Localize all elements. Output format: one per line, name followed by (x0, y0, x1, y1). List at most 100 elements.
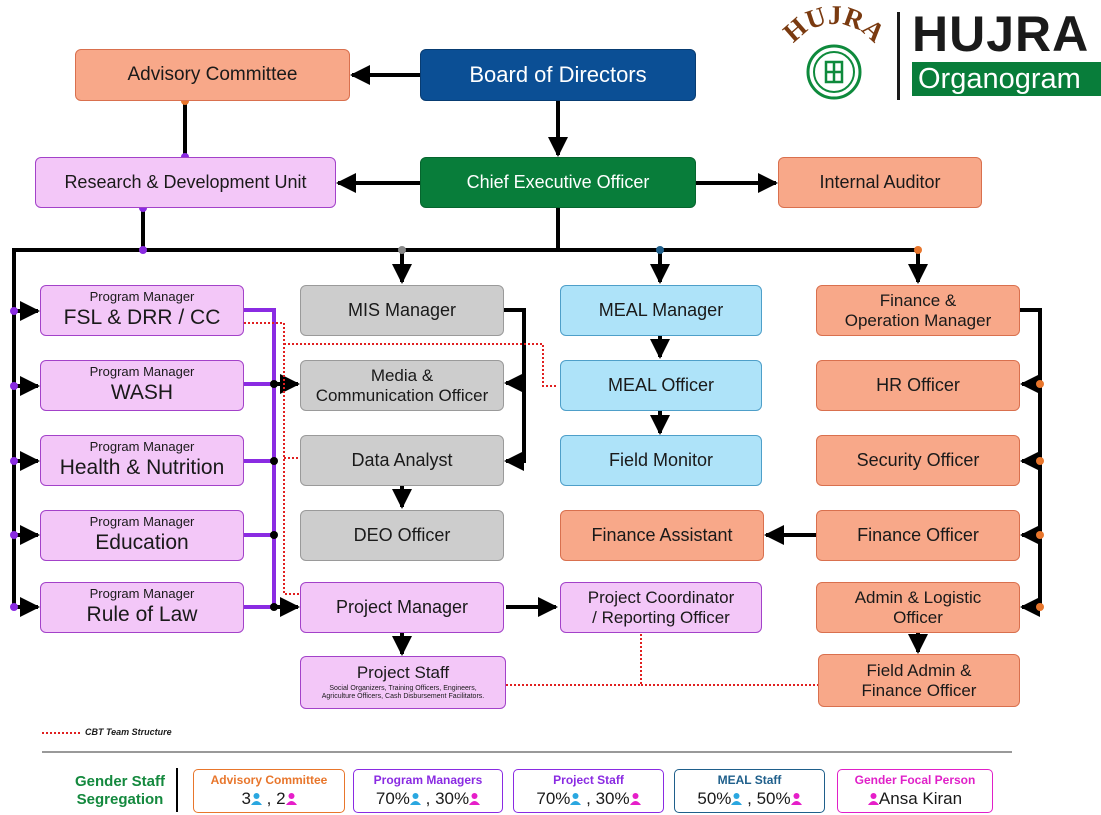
admin-logistic-line1: Admin & Logistic (854, 587, 982, 607)
female-person-icon (469, 793, 481, 805)
internal-auditor-label: Internal Auditor (819, 172, 941, 193)
meal-manager-box: MEAL Manager (560, 285, 762, 336)
project-manager-box: Project Manager (300, 582, 504, 633)
program-manager-prefix: Program Manager (89, 289, 195, 305)
program-manager-prefix: Program Manager (89, 586, 195, 602)
advisory-committee-box: Advisory Committee (75, 49, 350, 101)
project-coordinator-line2: / Reporting Officer (592, 607, 730, 627)
program-manager-fsl-label: FSL & DRR / CC (63, 306, 221, 330)
meal-officer-label: MEAL Officer (607, 375, 715, 396)
project-staff-label: Project Staff (356, 662, 450, 682)
male-count: 70% (375, 789, 410, 808)
field-admin-finance-officer-box: Field Admin & Finance Officer (818, 654, 1020, 707)
female-count: 30% (595, 789, 630, 808)
gender-card-title: MEAL Staff (717, 773, 782, 787)
focal-person-name: Ansa Kiran (878, 789, 963, 808)
gender-card-program-managers: Program Managers 70% , 30% (353, 769, 503, 813)
mis-manager-box: MIS Manager (300, 285, 504, 336)
finance-operation-manager-box: Finance & Operation Manager (816, 285, 1020, 336)
program-manager-health-label: Health & Nutrition (59, 456, 225, 480)
media-communication-officer-box: Media & Communication Officer (300, 360, 504, 411)
finance-assistant-label: Finance Assistant (591, 525, 733, 546)
male-count: 3 (241, 789, 251, 808)
gender-card-values: Ansa Kiran (867, 789, 963, 809)
board-of-directors-box: Board of Directors (420, 49, 696, 101)
program-manager-education-label: Education (95, 531, 189, 555)
media-communication-line2: Communication Officer (315, 385, 489, 405)
cbt-legend-label: CBT Team Structure (85, 727, 172, 737)
gender-card-values: 50% , 50% (697, 789, 802, 809)
male-person-icon (570, 793, 582, 805)
security-officer-box: Security Officer (816, 435, 1020, 486)
media-communication-line1: Media & (370, 365, 434, 385)
program-manager-education-box: Program Manager Education (40, 510, 244, 561)
finance-officer-box: Finance Officer (816, 510, 1020, 561)
admin-logistic-line2: Officer (893, 607, 943, 627)
gender-card-meal-staff: MEAL Staff 50% , 50% (674, 769, 825, 813)
svg-text:HUJRA: HUJRA (777, 4, 891, 48)
male-person-icon (731, 793, 743, 805)
program-manager-prefix: Program Manager (89, 364, 195, 380)
meal-officer-box: MEAL Officer (560, 360, 762, 411)
field-monitor-box: Field Monitor (560, 435, 762, 486)
project-coordinator-box: Project Coordinator / Reporting Officer (560, 582, 762, 633)
deo-officer-box: DEO Officer (300, 510, 504, 561)
finance-assistant-box: Finance Assistant (560, 510, 764, 561)
mis-manager-label: MIS Manager (347, 300, 457, 321)
finance-officer-label: Finance Officer (857, 525, 979, 546)
data-analyst-label: Data Analyst (351, 450, 453, 471)
internal-auditor-box: Internal Auditor (778, 157, 982, 208)
gender-card-project-staff: Project Staff 70% , 30% (513, 769, 664, 813)
gender-card-title: Program Managers (373, 773, 483, 787)
program-manager-wash-label: WASH (110, 381, 174, 405)
program-manager-rule-of-law-box: Program Manager Rule of Law (40, 582, 244, 633)
gender-title-line2: Segregation (76, 791, 164, 808)
chief-executive-officer-box: Chief Executive Officer (420, 157, 696, 208)
female-person-icon (867, 793, 879, 805)
field-monitor-label: Field Monitor (608, 450, 714, 471)
female-person-icon (285, 793, 297, 805)
project-manager-label: Project Manager (335, 597, 469, 618)
research-development-unit-label: Research & Development Unit (64, 172, 307, 193)
gender-card-focal-person: Gender Focal Person Ansa Kiran (837, 769, 993, 813)
female-count: 30% (435, 789, 470, 808)
gender-card-advisory: Advisory Committee 3 , 2 (193, 769, 345, 813)
advisory-committee-label: Advisory Committee (127, 64, 298, 86)
program-manager-prefix: Program Manager (89, 514, 195, 530)
program-manager-prefix: Program Manager (89, 439, 195, 455)
gender-card-title: Project Staff (553, 773, 624, 787)
project-staff-box: Project Staff Social Organizers, Trainin… (300, 656, 506, 709)
logo-emblem-icon: HUJRA (777, 4, 891, 100)
field-admin-finance-line2: Finance Officer (861, 680, 977, 700)
male-count: 70% (536, 789, 571, 808)
male-count: 50% (697, 789, 732, 808)
male-person-icon (409, 793, 421, 805)
project-coordinator-line1: Project Coordinator (587, 587, 735, 607)
program-manager-fsl-box: Program Manager FSL & DRR / CC (40, 285, 244, 336)
meal-manager-label: MEAL Manager (598, 300, 724, 321)
logo-title: HUJRA (912, 6, 1090, 62)
finance-operation-manager-line2: Operation Manager (844, 310, 992, 330)
security-officer-label: Security Officer (856, 450, 980, 471)
male-person-icon (250, 793, 262, 805)
field-admin-finance-line1: Field Admin & (866, 660, 972, 680)
gender-card-values: 70% , 30% (375, 789, 481, 809)
project-staff-roles-line2: Agriculture Officers, Cash Disbursement … (321, 693, 485, 701)
gender-card-title: Advisory Committee (210, 773, 328, 787)
deo-officer-label: DEO Officer (353, 525, 451, 546)
board-of-directors-label: Board of Directors (469, 62, 647, 88)
finance-operation-manager-line1: Finance & (879, 290, 957, 310)
female-count: 2 (276, 789, 286, 808)
research-development-unit-box: Research & Development Unit (35, 157, 336, 208)
female-person-icon (629, 793, 641, 805)
gender-title-line1: Gender Staff (74, 773, 165, 790)
hr-officer-box: HR Officer (816, 360, 1020, 411)
female-count: 50% (756, 789, 791, 808)
female-person-icon (790, 793, 802, 805)
gender-segregation-title: Gender Staff Segregation (60, 773, 180, 809)
data-analyst-box: Data Analyst (300, 435, 504, 486)
chief-executive-officer-label: Chief Executive Officer (466, 172, 650, 193)
admin-logistic-officer-box: Admin & Logistic Officer (816, 582, 1020, 633)
logo-subtitle: Organogram (912, 62, 1101, 96)
program-manager-rule-of-law-label: Rule of Law (86, 603, 198, 627)
